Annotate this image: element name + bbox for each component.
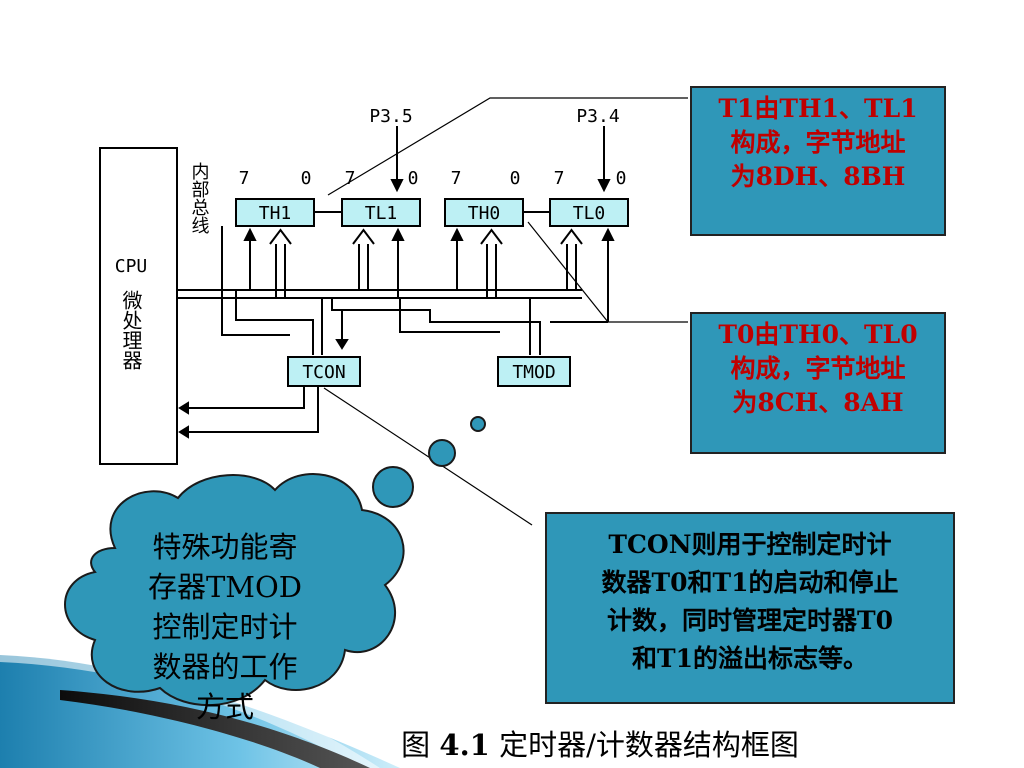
- pin-p34-label: P3.4: [576, 106, 619, 127]
- callout-leaders: [323, 97, 688, 526]
- callout-tcon: TCON则用于控制定时计 数器T0和T1的启动和停止 计数，同时管理定时器T0 …: [545, 512, 955, 704]
- register-th0-label: TH0: [468, 203, 501, 224]
- callout-tcon-line: 和T1的溢出标志等。: [632, 644, 868, 673]
- callout-tcon-line: 计数，同时管理定时器T0: [607, 606, 893, 635]
- register-th0-box: [444, 198, 524, 227]
- pin-arrows: [390, 126, 611, 193]
- cpu-sub-label: 微处理器: [119, 290, 143, 370]
- register-tmod-label: TMOD: [512, 362, 555, 383]
- bit-label: 0: [510, 168, 521, 189]
- register-tl0-box: [549, 198, 629, 227]
- callout-t0-line: 构成，字节地址: [730, 354, 906, 383]
- bit-label: 7: [554, 168, 565, 189]
- caption-title: 定时器/计数器结构框图: [499, 728, 799, 762]
- cloud-line: 存器TMOD: [147, 570, 303, 604]
- cpu-box: [99, 147, 178, 465]
- register-tcon-label: TCON: [302, 362, 345, 383]
- cloud-line: 控制定时计: [152, 610, 298, 644]
- callout-t0-line: T0由TH0、TL0: [718, 320, 918, 349]
- callout-t1-line: 为8DH、8BH: [730, 162, 906, 191]
- register-tl1-box: [341, 198, 421, 227]
- thought-cloud: [64, 416, 486, 706]
- cloud-line: 特殊功能寄: [152, 530, 298, 564]
- internal-bus-label: 内部总线: [189, 162, 210, 234]
- bit-label: 7: [239, 168, 250, 189]
- register-tl0-label: TL0: [573, 203, 606, 224]
- callout-t1-line: 构成，字节地址: [730, 128, 906, 157]
- cloud-line: 方式: [195, 690, 254, 724]
- bit-labels: 7 0 7 0 7 0 7 0: [239, 168, 627, 189]
- register-tcon-box: [287, 356, 361, 387]
- callout-tcon-line: 数器T0和T1的启动和停止: [601, 568, 899, 597]
- bit-label: 7: [451, 168, 462, 189]
- caption-prefix: 图: [401, 728, 431, 762]
- callout-t0: T0由TH0、TL0 构成，字节地址 为8CH、8AH: [690, 312, 946, 454]
- cloud-line: 数器的工作: [152, 650, 298, 684]
- figure-caption: 图 4.1 定时器/计数器结构框图: [330, 722, 870, 764]
- callout-tcon-line: TCON则用于控制定时计: [608, 530, 892, 559]
- register-tl1-label: TL1: [365, 203, 398, 224]
- bit-label: 0: [408, 168, 419, 189]
- register-tmod-box: [497, 356, 571, 387]
- bus-wires: [178, 226, 615, 439]
- callout-t1: T1由TH1、TL1 构成，字节地址 为8DH、8BH: [690, 86, 946, 236]
- cpu-label: CPU: [115, 256, 148, 277]
- callout-t0-line: 为8CH、8AH: [732, 388, 904, 417]
- corner-swoosh-decoration: [0, 640, 400, 768]
- bit-label: 0: [301, 168, 312, 189]
- bit-label: 0: [616, 168, 627, 189]
- control-registers: TCON TMOD: [287, 356, 571, 387]
- cloud-text: 特殊功能寄 存器TMOD 控制定时计 数器的工作 方式: [130, 527, 320, 727]
- bit-label: 7: [345, 168, 356, 189]
- caption-number: 4.1: [439, 728, 490, 762]
- callout-t1-line: T1由TH1、TL1: [718, 94, 918, 123]
- data-registers: TH1 TL1 TH0 TL0: [235, 198, 629, 227]
- register-th1-label: TH1: [259, 203, 292, 224]
- pin-p35-label: P3.5: [369, 106, 412, 127]
